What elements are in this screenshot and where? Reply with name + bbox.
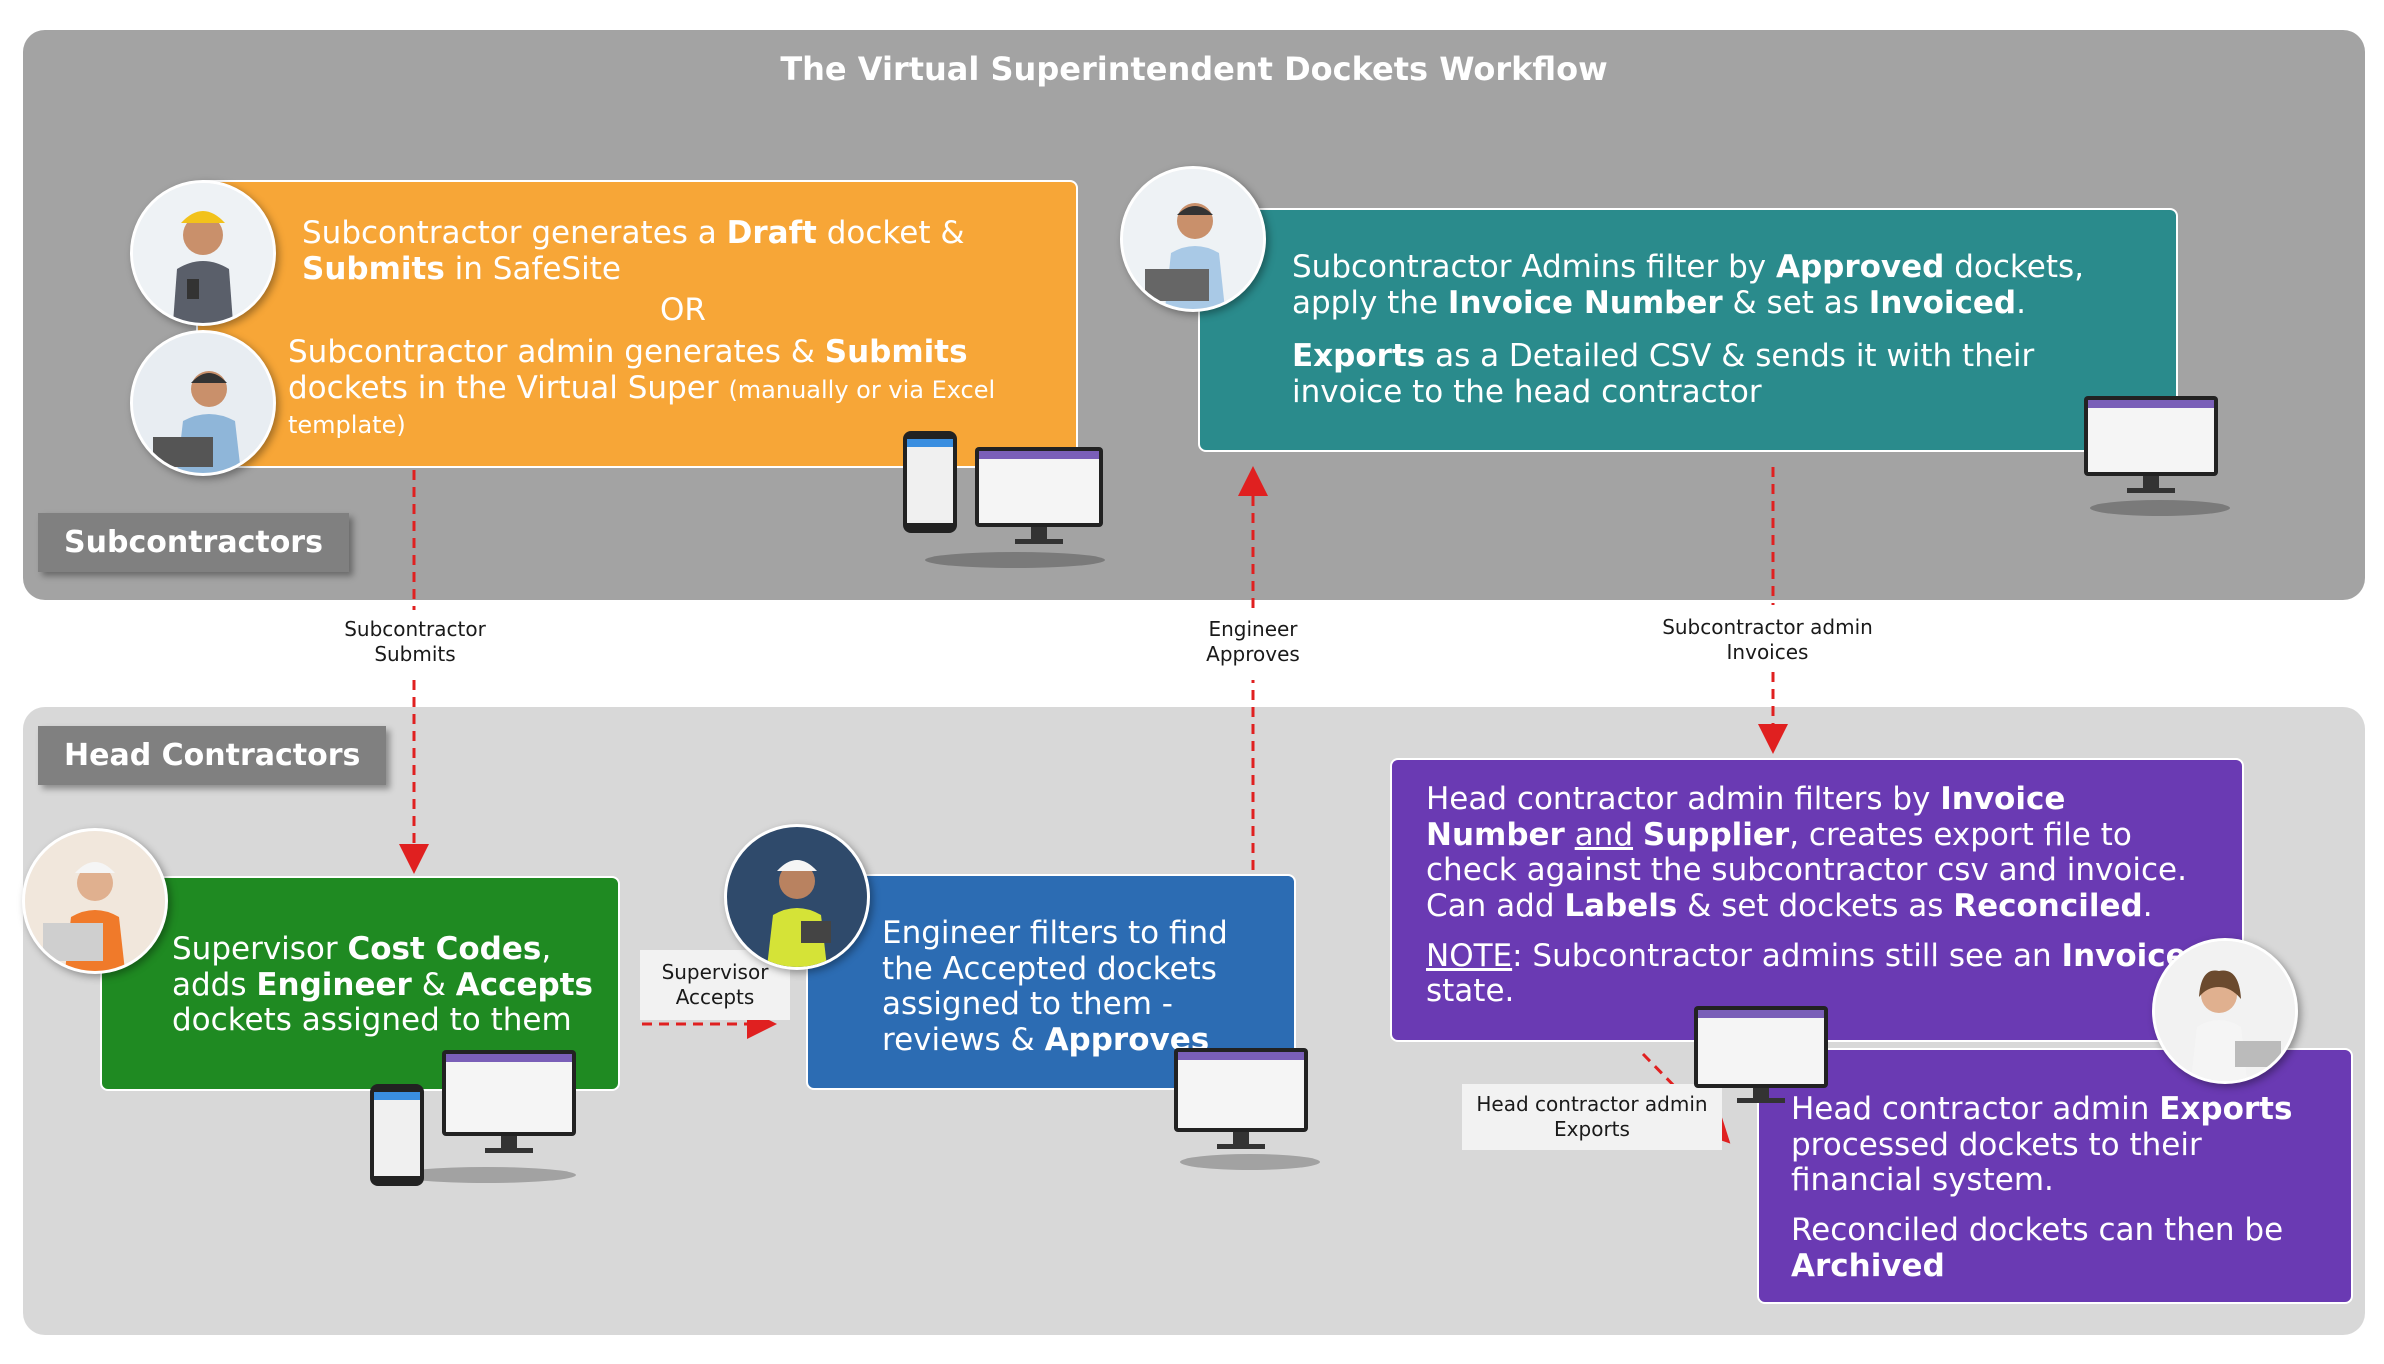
avatar-head-admin: [2152, 938, 2298, 1084]
edge-label-sub-admin-invoices: Subcontractor admin Invoices: [1662, 615, 1873, 664]
edge-label-engineer-approves: Engineer Approves: [1206, 617, 1300, 666]
edge-label-head-admin-exports: Head contractor admin Exports: [1462, 1084, 1722, 1150]
export-p1: Head contractor admin Exports processed …: [1791, 1091, 2293, 1199]
step-supervisor: Supervisor Cost Codes, adds Engineer & A…: [100, 876, 620, 1091]
monitor-icon-reconcile: [1694, 1006, 1828, 1103]
monitor-icon-engineer: [1174, 1048, 1320, 1170]
sub-draft-or: OR: [660, 292, 706, 329]
reconcile-p2: Can add Labels & set dockets as Reconcil…: [1426, 887, 2153, 924]
devices-icon-sub-draft: [903, 431, 1105, 568]
step-head-admin-export: Head contractor admin Exports processed …: [1757, 1048, 2353, 1304]
export-p2: Reconciled dockets can then be Archived: [1791, 1211, 2284, 1284]
head-contractors-label: Head Contractors: [38, 726, 387, 785]
step-head-admin-reconcile: Head contractor admin filters by Invoice…: [1390, 758, 2244, 1042]
edge-label-sub-submits: Subcontractor Submits: [344, 617, 486, 666]
engineer-text: Engineer filters to find the Accepted do…: [882, 915, 1228, 1058]
sub-invoice-p2: Exports as a Detailed CSV & sends it wit…: [1292, 338, 2035, 410]
subcontractors-label: Subcontractors: [38, 513, 349, 572]
devices-icon-supervisor: [370, 1050, 576, 1186]
avatar-supervisor: [22, 828, 168, 974]
sub-draft-line1: Subcontractor generates a Draft docket &…: [302, 215, 965, 287]
step-subcontractor-invoice: Subcontractor Admins filter by Approved …: [1198, 208, 2178, 452]
reconcile-p1: Head contractor admin filters by Invoice…: [1426, 781, 2187, 889]
avatar-engineer: [724, 824, 870, 970]
monitor-icon-sub-invoice: [2084, 396, 2230, 516]
sub-invoice-p1: Subcontractor Admins filter by Approved …: [1292, 249, 2084, 321]
step-subcontractor-submit: Subcontractor generates a Draft docket &…: [196, 180, 1078, 468]
supervisor-text: Supervisor Cost Codes, adds Engineer & A…: [172, 931, 593, 1039]
reconcile-p3: NOTE: Subcontractor admins still see an …: [1426, 937, 2209, 1010]
avatar-office-admin: [130, 330, 276, 476]
diagram-title: The Virtual Superintendent Dockets Workf…: [780, 50, 1608, 88]
avatar-worker-phone: [130, 180, 276, 326]
avatar-sub-admin: [1120, 166, 1266, 312]
sub-draft-line2: Subcontractor admin generates & Submits …: [288, 333, 996, 440]
